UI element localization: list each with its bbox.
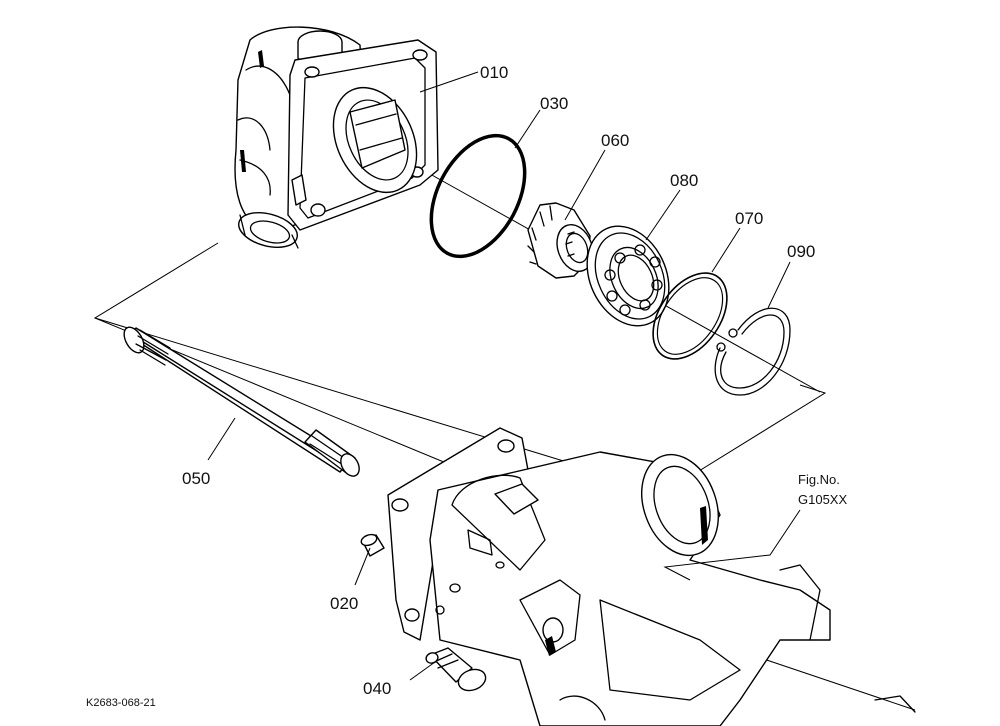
part-010-housing [234,26,439,249]
label-070: 070 [735,209,763,228]
part-050-shaft [123,326,360,477]
part-060-gear [527,202,594,279]
fig-no-label: Fig.No. [798,472,840,487]
part-090-snap-ring [714,307,791,396]
label-060: 060 [601,131,629,150]
figure-reference: Fig.No. G105XX K2683-068-21 [86,472,847,709]
label-010: 010 [480,63,508,82]
transmission-case [387,427,916,726]
part-030-o-ring [429,133,527,259]
leader-lines [207,71,801,681]
part-070-ring [652,272,728,360]
part-020-pin [360,533,385,557]
label-080: 080 [670,171,698,190]
part-080-ball-bearing [586,225,670,327]
part-labels: 010 030 060 080 070 090 050 020 040 [182,63,815,698]
label-050: 050 [182,469,210,488]
label-020: 020 [330,594,358,613]
fig-no-value: G105XX [798,492,847,507]
label-090: 090 [787,242,815,261]
label-030: 030 [540,94,568,113]
label-040: 040 [363,679,391,698]
part-040-plug [425,647,487,692]
drawing-reference-number: K2683-068-21 [86,697,156,709]
